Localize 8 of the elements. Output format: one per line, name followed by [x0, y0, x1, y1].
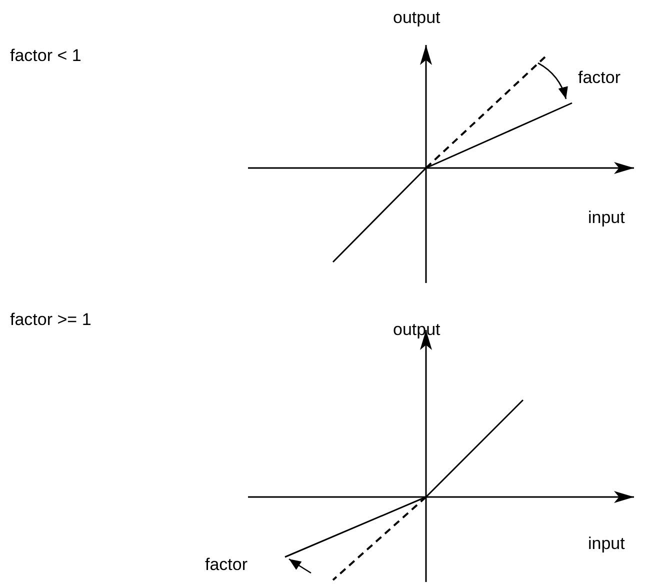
condition-label: factor < 1 — [10, 46, 82, 66]
angle-label: factor — [578, 68, 621, 88]
angle-label: factor — [205, 555, 248, 575]
axis-label: output — [393, 8, 440, 28]
axis-label: input — [588, 208, 625, 228]
axis-label: input — [588, 534, 625, 554]
condition-label: factor >= 1 — [10, 310, 92, 330]
axis-label: output — [393, 320, 440, 340]
